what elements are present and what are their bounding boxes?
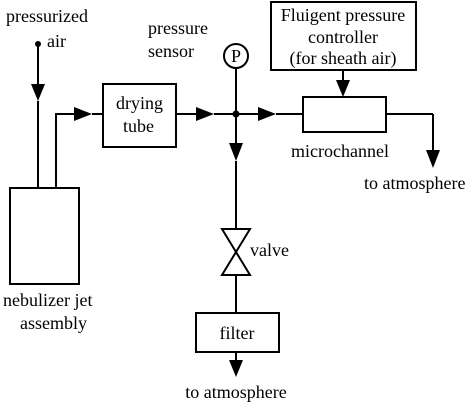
pressure-sensor-label-line2: sensor — [148, 41, 194, 61]
filter-label: filter — [220, 323, 255, 343]
air-supply-arrowhead — [31, 84, 45, 101]
valve-label: valve — [250, 240, 289, 260]
nebulizer-label-line1: nebulizer jet — [3, 290, 92, 310]
filter-box — [195, 312, 280, 353]
branch-arrowhead — [229, 143, 243, 161]
controller-label-line2: controller — [308, 27, 378, 47]
nebulizer-jet-assembly-box — [9, 187, 80, 285]
nebulizer-label-line2: assembly — [20, 313, 87, 333]
sheath-air-arrowhead — [336, 80, 350, 97]
pressure-sensor-letter: P — [231, 46, 241, 66]
to-atmosphere-right-arrowhead — [426, 150, 440, 168]
valve-upper-triangle — [220, 228, 252, 254]
drying-tube-box — [102, 83, 177, 148]
controller-label-line3: (for sheath air) — [290, 48, 397, 69]
microchannel-inlet-arrowhead — [258, 107, 276, 121]
to-atmosphere-bottom-label: to atmosphere — [185, 382, 286, 402]
drying-tube-label-line1: drying — [116, 93, 163, 113]
nebulizer-outlet-arrowhead — [74, 107, 92, 121]
pressurized-air-label-line1: pressurized — [6, 6, 88, 26]
pressurized-air-label-line2: air — [47, 31, 66, 51]
drying-outlet-arrowhead — [196, 107, 214, 121]
nebulizer-outlet-line — [55, 113, 78, 188]
microchannel-box — [302, 96, 387, 133]
controller-label-line1: Fluigent pressure — [281, 5, 405, 25]
microchannel-label: microchannel — [291, 141, 389, 161]
drying-tube-label-line2: tube — [123, 116, 154, 136]
to-atmosphere-right-label: to atmosphere — [364, 173, 465, 193]
pressure-sensor-label-line1: pressure — [148, 18, 208, 38]
valve-lower-triangle — [220, 250, 252, 276]
to-atmosphere-bottom-arrowhead — [229, 360, 243, 377]
